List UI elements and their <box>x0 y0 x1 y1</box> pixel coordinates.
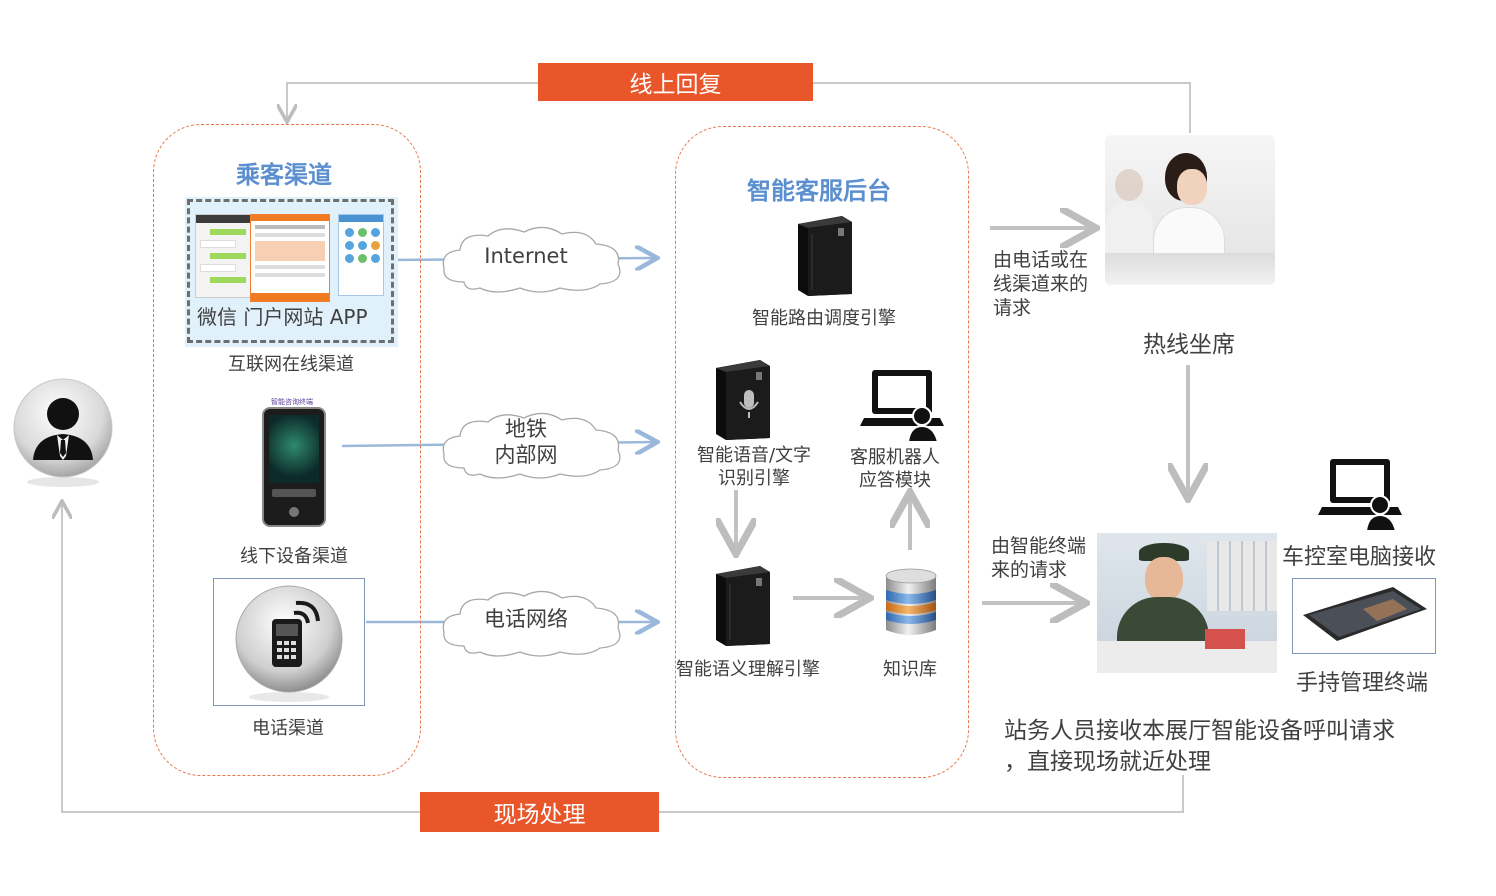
phone-channel-caption: 电话渠道 <box>252 718 324 739</box>
phone-network-cloud-icon <box>442 590 621 657</box>
terminal-request-label: 由智能终端 来的请求 <box>991 534 1086 582</box>
voice-server-icon <box>716 360 770 440</box>
internet-cloud-icon <box>442 226 621 293</box>
staff-description-line2: ，直接现场就近处理 <box>1004 749 1211 775</box>
routing-server-icon <box>798 216 852 296</box>
robot-computer-icon <box>860 370 944 443</box>
metro-network-line2: 内部网 <box>494 443 558 467</box>
user-icon <box>13 378 113 487</box>
tablet-icon <box>1303 587 1427 641</box>
internet-channel-panel: 微信 门户网站 APP <box>185 197 398 347</box>
staff-description: 站务人员接收本展厅智能设备呼叫请求 ，直接现场就近处理 <box>1004 716 1395 778</box>
semantic-server-icon <box>716 566 770 646</box>
online-reply-banner: 线上回复 <box>538 63 813 101</box>
wechat-screenshot <box>195 214 251 298</box>
handheld-frame <box>1292 578 1436 654</box>
semantic-engine-label: 智能语义理解引擎 <box>676 659 820 680</box>
robot-module-line2: 应答模块 <box>859 470 931 491</box>
staff-description-line1: 站务人员接收本展厅智能设备呼叫请求 <box>1004 718 1395 744</box>
internet-cloud-label: Internet <box>484 244 568 268</box>
internet-channel-caption: 互联网在线渠道 <box>228 354 354 375</box>
phone-request-line2: 线渠道来的 <box>993 273 1089 295</box>
passenger-channels-title: 乘客渠道 <box>236 161 332 189</box>
control-room-label: 车控室电脑接收 <box>1282 545 1437 570</box>
database-icon <box>885 568 937 635</box>
hotline-agents-photo <box>1105 135 1275 285</box>
passenger-channels-group <box>153 124 421 776</box>
metro-network-cloud-label: 地铁 内部网 <box>436 416 616 468</box>
terminal-request-line1: 由智能终端 <box>991 535 1087 557</box>
metro-network-cloud-icon <box>442 412 621 479</box>
phone-network-cloud-label: 电话网络 <box>484 607 568 631</box>
handheld-label: 手持管理终端 <box>1296 671 1429 696</box>
kiosk-device: 智能咨询终端 <box>257 397 327 527</box>
routing-engine-label: 智能路由调度引擎 <box>752 308 896 329</box>
knowledge-base-label: 知识库 <box>883 659 937 680</box>
control-room-computer-icon <box>1318 459 1402 532</box>
internet-channel-border <box>187 199 394 343</box>
station-staff-photo <box>1097 533 1277 673</box>
voice-engine-line2: 识别引擎 <box>718 468 790 489</box>
phone-request-line1: 由电话或在 <box>993 249 1089 271</box>
hotline-agents-label: 热线坐席 <box>1143 332 1235 358</box>
phone-request-line3: 请求 <box>993 297 1032 319</box>
robot-module-line1: 客服机器人 <box>850 447 940 468</box>
user-avatar <box>13 378 113 488</box>
kiosk-header: 智能咨询终端 <box>271 398 313 406</box>
backend-title: 智能客服后台 <box>747 177 891 205</box>
terminal-request-line2: 来的请求 <box>991 559 1068 581</box>
phone-icon <box>235 585 343 702</box>
metro-network-line1: 地铁 <box>505 417 547 441</box>
voice-engine-label: 智能语音/文字 识别引擎 <box>690 444 818 490</box>
phone-channel-frame <box>213 578 365 706</box>
portal-screenshot <box>250 214 330 302</box>
app-screenshot <box>338 214 384 296</box>
backend-group <box>675 126 969 778</box>
phone-request-label: 由电话或在 线渠道来的 请求 <box>993 248 1088 320</box>
internet-apps-label: 微信 门户网站 APP <box>197 305 368 329</box>
offline-channel-caption: 线下设备渠道 <box>240 546 348 567</box>
robot-module-label: 客服机器人 应答模块 <box>836 446 954 492</box>
onsite-handling-banner: 现场处理 <box>420 792 659 832</box>
voice-engine-line1: 智能语音/文字 <box>696 445 812 466</box>
